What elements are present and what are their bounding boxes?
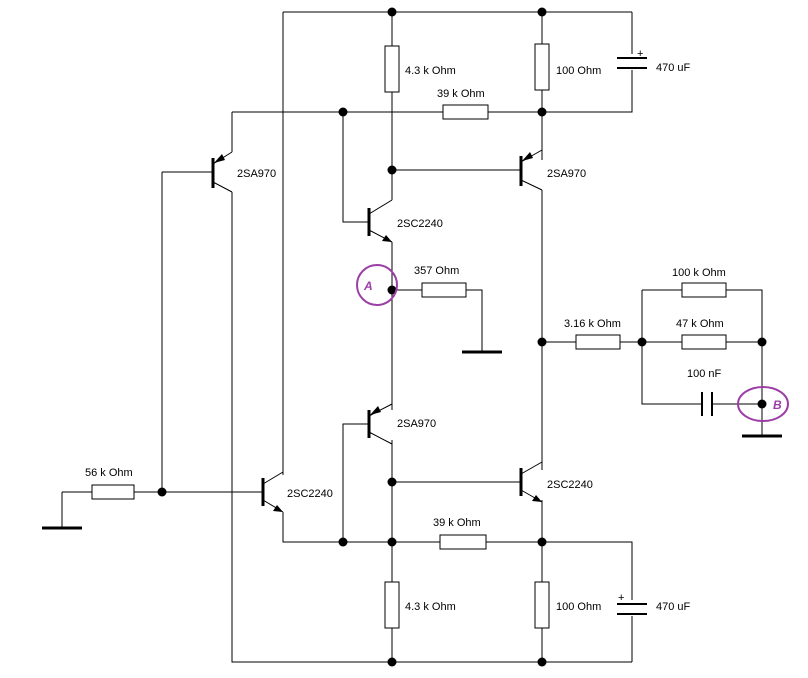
label-r-node-a: 357 Ohm — [414, 265, 459, 277]
marker-b-label: B — [773, 398, 782, 412]
label-c-bottom-polarity: + — [618, 592, 624, 604]
resistor-4k3-bottom — [384, 581, 400, 629]
marker-a-label: A — [363, 279, 373, 293]
junctions — [157, 7, 767, 667]
transistor-2sa970-left — [211, 151, 233, 193]
labels: 4.3 k Ohm 100 Ohm 470 uF + 39 k Ohm 2SA9… — [85, 48, 726, 613]
wires — [61, 11, 763, 663]
marker-a: A — [356, 264, 398, 306]
resistor-100-top — [534, 43, 550, 91]
transistor-2sc2240-upper — [367, 199, 393, 243]
label-r-bottom-right: 100 Ohm — [556, 601, 601, 613]
transistor-2sc2240-bottom — [519, 461, 543, 503]
label-r-bottom-left: 4.3 k Ohm — [405, 601, 456, 613]
label-r-top-mid: 39 k Ohm — [437, 88, 485, 100]
resistor-47k — [681, 334, 727, 350]
label-r-top-left: 4.3 k Ohm — [405, 65, 456, 77]
grounds — [42, 336, 782, 530]
transistor-2sa970-lower — [367, 403, 393, 445]
label-q-top-right: 2SA970 — [547, 168, 586, 180]
resistor-3k16 — [575, 334, 621, 350]
label-q-top-far-left: 2SA970 — [237, 168, 276, 180]
transistors — [211, 149, 543, 513]
label-r-input: 56 k Ohm — [85, 467, 133, 479]
label-q-input: 2SC2240 — [287, 488, 333, 500]
resistor-39k-top — [442, 104, 489, 120]
label-c-fb: 100 nF — [687, 368, 722, 380]
capacitor-470uf-top — [617, 57, 647, 69]
resistor-100k — [681, 282, 727, 298]
resistor-39k-bottom — [439, 534, 487, 550]
marker-b: B — [737, 386, 789, 422]
label-r-bottom-mid: 39 k Ohm — [433, 517, 481, 529]
label-r-fb-top: 100 k Ohm — [672, 267, 726, 279]
resistor-100-bottom — [534, 581, 550, 629]
capacitor-470uf-bottom — [617, 603, 647, 615]
resistor-4k3-top — [384, 45, 400, 93]
transistor-2sc2240-input — [261, 471, 284, 513]
label-q-lower-mid: 2SA970 — [397, 418, 436, 430]
label-r-top-right: 100 Ohm — [556, 65, 601, 77]
label-q-bottom-right: 2SC2240 — [547, 479, 593, 491]
resistor-56k — [91, 484, 135, 500]
label-c-bottom: 470 uF — [656, 601, 691, 613]
label-c-top: 470 uF — [656, 62, 691, 74]
capacitor-100nf — [701, 392, 713, 416]
label-r-out: 3.16 k Ohm — [564, 318, 621, 330]
label-c-top-polarity: + — [637, 48, 643, 60]
capacitors — [617, 57, 713, 615]
resistor-357 — [421, 282, 467, 298]
label-q-upper-mid: 2SC2240 — [397, 218, 443, 230]
label-r-fb-mid: 47 k Ohm — [676, 318, 724, 330]
resistors — [91, 43, 727, 629]
transistor-2sa970-right — [519, 149, 543, 191]
